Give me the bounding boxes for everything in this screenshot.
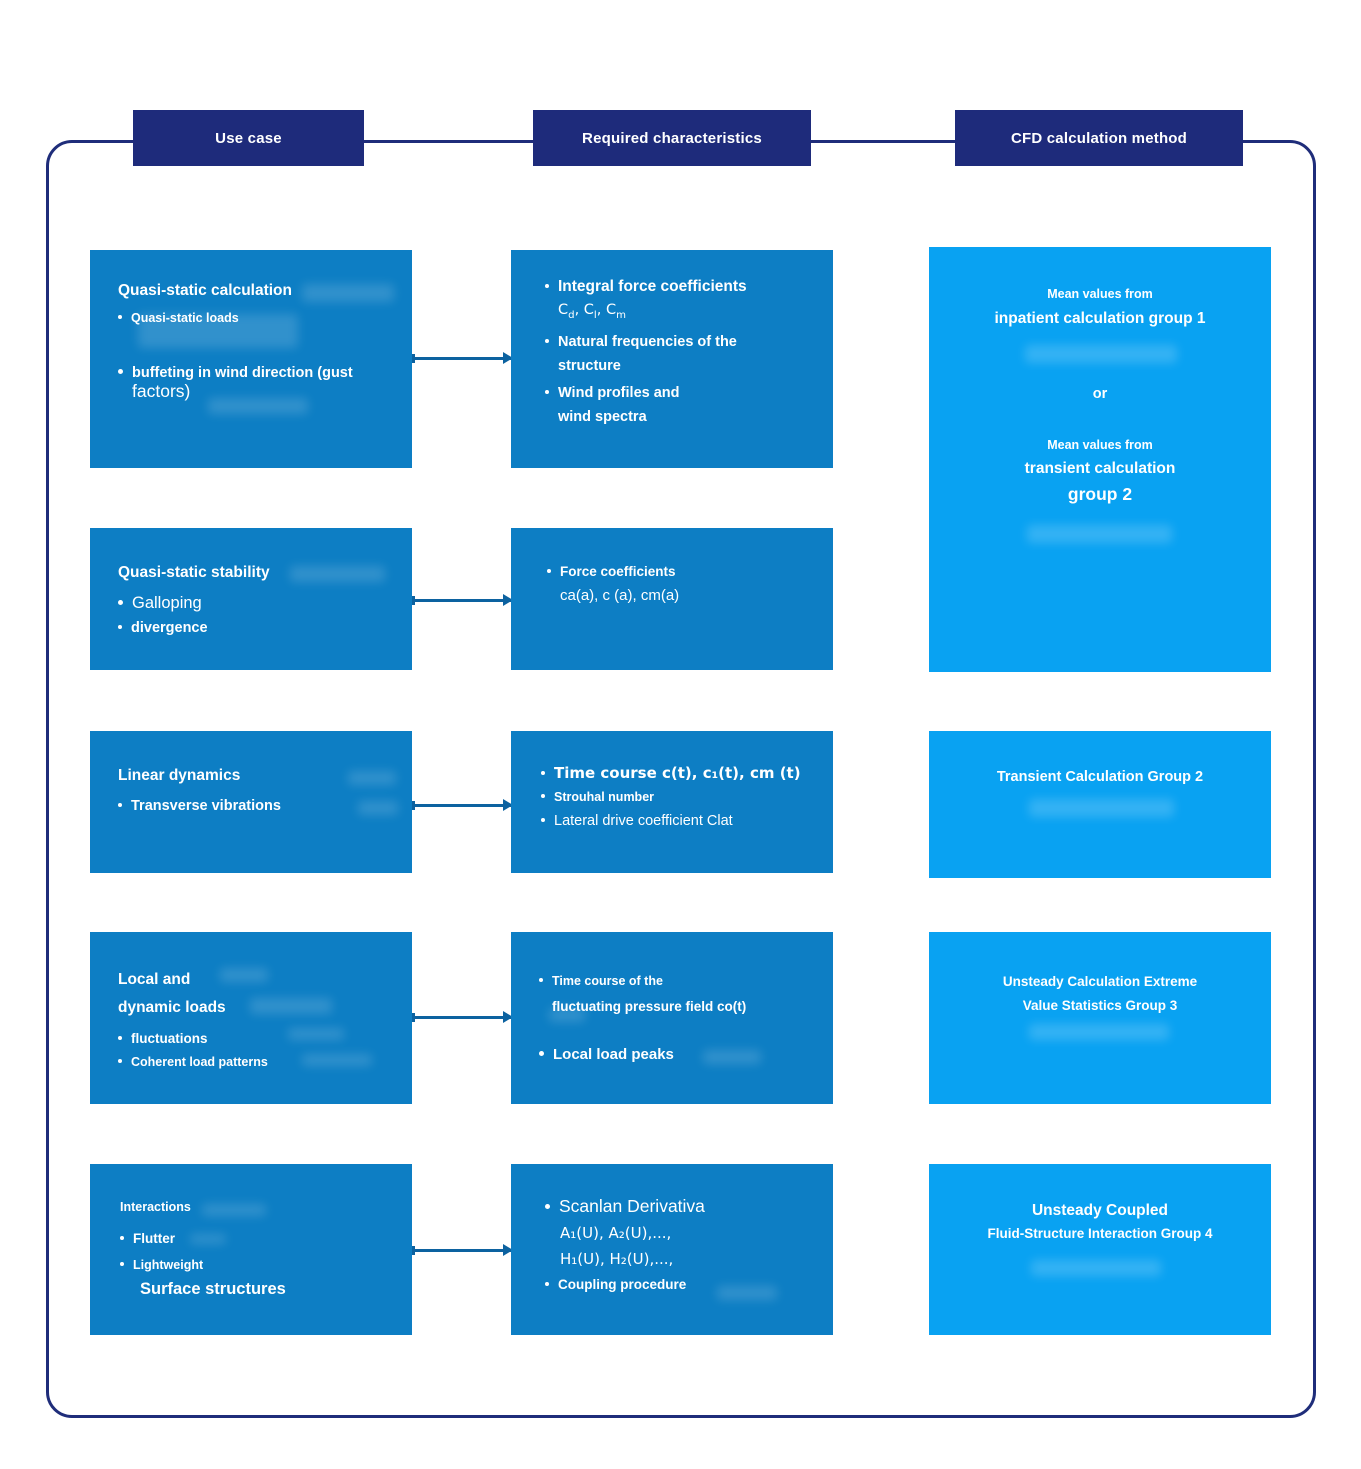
bullet-item: Strouhal number: [541, 790, 823, 804]
bullet-item: fluctuations: [118, 1031, 392, 1046]
bullet-icon: [541, 771, 545, 775]
method-text: transient calculation: [1024, 460, 1176, 477]
column-header-required-characteristics: Required characteristics: [533, 110, 811, 166]
bullet-item: Lightweight: [120, 1258, 392, 1272]
bullet-item: Local load peaks: [539, 1046, 823, 1063]
bullet-item: Coherent load patterns: [118, 1055, 392, 1069]
cfd-method-box-group4: Unsteady Coupled Fluid-Structure Interac…: [929, 1164, 1271, 1335]
bullet-icon: [118, 1059, 122, 1063]
bullet-icon: [118, 1036, 122, 1040]
method-text: Unsteady Calculation Extreme Value Stati…: [1002, 974, 1198, 1013]
method-text: Mean values from: [1047, 438, 1153, 452]
bullet-icon: [118, 315, 122, 319]
bullet-icon: [547, 569, 551, 573]
box-title: Interactions: [120, 1200, 191, 1214]
column-header-use-case: Use case: [133, 110, 364, 166]
arrow-row2: [412, 594, 513, 606]
method-text: group 2: [1067, 484, 1133, 504]
characteristics-box-row4: Time course of the fluctuating pressure …: [511, 932, 833, 1104]
bullet-icon: [118, 369, 123, 374]
bullet-icon: [545, 338, 549, 343]
characteristics-box-row3: Time course c(t), c₁(t), cm (t) Strouhal…: [511, 731, 833, 873]
bullet-icon: [545, 284, 549, 288]
bullet-icon: [545, 1204, 550, 1209]
bullet-item: Scanlan Derivativa: [545, 1196, 823, 1217]
method-text: inpatient calculation group 1: [994, 310, 1206, 327]
bullet-item: Lateral drive coefficient Clat: [541, 813, 823, 829]
cfd-method-box-group2: Transient Calculation Group 2: [929, 731, 1271, 878]
box-title: Quasi-static calculation: [118, 282, 292, 299]
characteristics-box-row1: Integral force coefficients Cd, Cl, Cm N…: [511, 250, 833, 468]
bullet-icon: [539, 978, 543, 982]
coefficient-line: Cd, Cl, Cm: [558, 302, 626, 321]
arrow-row5: [412, 1244, 513, 1256]
bullet-item: Transverse vibrations: [118, 798, 392, 814]
bullet-item: Wind profiles and wind spectra: [545, 381, 819, 429]
column-header-cfd-method: CFD calculation method: [955, 110, 1243, 166]
arrow-row1: [412, 352, 513, 364]
bullet-icon: [539, 1051, 544, 1056]
use-case-box-quasi-static-stability: Quasi-static stability Galloping diverge…: [90, 528, 412, 670]
ghost-text-artifact: [1029, 799, 1174, 817]
bullet-icon: [118, 625, 122, 629]
bullet-item: buffeting in wind direction (gust factor…: [118, 365, 392, 402]
use-case-box-linear-dynamics: Linear dynamics Transverse vibrations: [90, 731, 412, 873]
bullet-item: Force coefficients: [547, 564, 819, 579]
box-title: Quasi-static stability: [118, 564, 270, 581]
cfd-method-box-group1-2: Mean values from inpatient calculation g…: [929, 247, 1271, 672]
bullet-item: Coupling procedure: [545, 1277, 823, 1292]
arrow-row3: [412, 799, 513, 811]
ghost-text-artifact: [1025, 345, 1177, 363]
bullet-item: Quasi-static loads: [118, 311, 392, 325]
characteristics-box-row2: Force coefficients ca(a), c (a), cm(a): [511, 528, 833, 670]
cfd-method-box-group3: Unsteady Calculation Extreme Value Stati…: [929, 932, 1271, 1104]
column-header-label: Required characteristics: [582, 129, 762, 147]
bullet-icon: [118, 803, 122, 807]
ghost-text-artifact: [1027, 525, 1172, 543]
bullet-item: Time course c(t), c₁(t), cm (t): [541, 764, 823, 782]
method-text: Fluid-Structure Interaction Group 4: [987, 1226, 1213, 1241]
method-text: Mean values from: [1047, 287, 1153, 301]
use-case-box-local-dynamic-loads: Local and dynamic loads fluctuations Coh…: [90, 932, 412, 1104]
method-text: or: [1092, 386, 1108, 402]
bullet-icon: [120, 1262, 124, 1266]
coefficient-line: ca(a), c (a), cm(a): [560, 587, 680, 604]
derivative-lines: A₁(U), A₂(U),..., H₁(U), H₂(U),...,: [560, 1224, 674, 1268]
bullet-icon: [541, 818, 545, 822]
column-header-label: Use case: [215, 129, 282, 147]
bullet-item: divergence: [118, 620, 392, 636]
bullet-icon: [120, 1236, 124, 1240]
bullet-icon: [545, 1282, 549, 1286]
box-title: Linear dynamics: [118, 767, 241, 784]
bullet-item: Flutter: [120, 1231, 392, 1246]
bullet-icon: [118, 600, 123, 605]
method-text: Unsteady Coupled: [1031, 1202, 1169, 1219]
bullet-item: Natural frequencies of the structure: [545, 330, 819, 378]
arrow-row4: [412, 1011, 513, 1023]
bullet-item: Time course of the fluctuating pressure …: [539, 968, 823, 1020]
ghost-text-artifact: [1031, 1260, 1161, 1276]
box-title: Local and dynamic loads: [118, 971, 226, 1016]
use-case-box-quasi-static-calculation: Quasi-static calculation Quasi-static lo…: [90, 250, 412, 468]
bullet-item: Galloping: [118, 594, 392, 613]
bullet-icon: [545, 389, 549, 394]
box-subtitle: Surface structures: [140, 1280, 286, 1298]
method-text: Transient Calculation Group 2: [996, 769, 1204, 785]
bullet-icon: [541, 794, 545, 798]
characteristics-box-row5: Scanlan Derivativa A₁(U), A₂(U),..., H₁(…: [511, 1164, 833, 1335]
bullet-item: Integral force coefficients: [545, 278, 819, 296]
use-case-box-interactions: Interactions Flutter Lightweight Surface…: [90, 1164, 412, 1335]
column-header-label: CFD calculation method: [1010, 129, 1188, 147]
ghost-text-artifact: [1029, 1024, 1169, 1040]
